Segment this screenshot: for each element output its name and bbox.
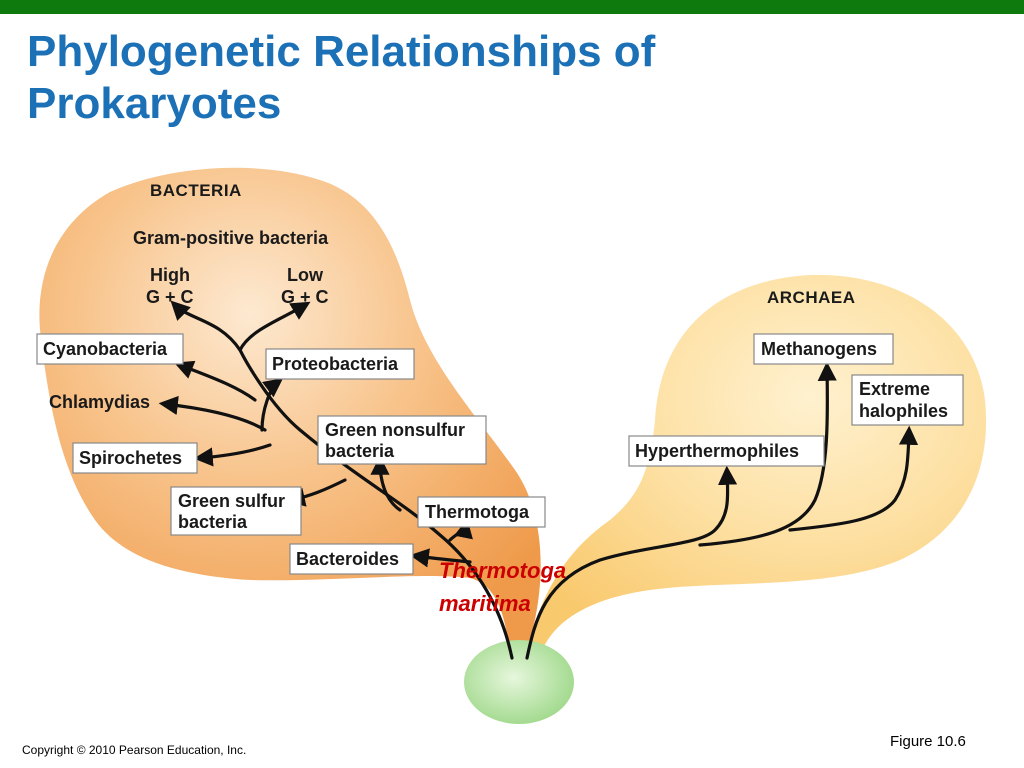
thermotoga-maritima-annotation-line-1: Thermotoga	[439, 558, 566, 583]
hyperthermophiles-label: Hyperthermophiles	[635, 441, 799, 461]
chlamydias-label: Chlamydias	[49, 392, 150, 412]
archaea-branches	[525, 361, 919, 660]
figure-number: Figure 10.6	[890, 733, 966, 750]
bacteroides-box	[289, 543, 414, 575]
top-accent-bar	[0, 0, 1024, 14]
methanogens-label: Methanogens	[761, 339, 877, 359]
cyanobacteria-label: Cyanobacteria	[43, 339, 168, 359]
thermotoga-box	[417, 496, 546, 528]
copyright-text: Copyright © 2010 Pearson Education, Inc.	[22, 743, 247, 757]
low-gc-label-line-1: Low	[287, 265, 324, 285]
high-gc-label-line-1: High	[150, 265, 190, 285]
spirochetes-label: Spirochetes	[79, 448, 182, 468]
proteobacteria-box	[265, 348, 415, 380]
green-sulfur-label-line-2: bacteria	[178, 512, 248, 532]
extreme-halophiles-label-line-1: Extreme	[859, 379, 930, 399]
proteobacteria-label: Proteobacteria	[272, 354, 399, 374]
methanogens-box	[753, 333, 894, 365]
page-title: Phylogenetic Relationships of Prokaryote…	[27, 26, 927, 130]
root-node	[464, 640, 574, 724]
hyperthermophiles-box	[628, 435, 825, 467]
title-line-2: Prokaryotes	[27, 79, 282, 128]
green-nonsulfur-label-line-1: Green nonsulfur	[325, 420, 465, 440]
high-gc-label-line-2: G + C	[146, 287, 194, 307]
archaea-heading: ARCHAEA	[767, 288, 856, 307]
green-nonsulfur-box	[317, 415, 487, 465]
gram-positive-label: Gram-positive bacteria	[133, 228, 329, 248]
cyanobacteria-box	[36, 333, 184, 365]
extreme-halophiles-box	[851, 374, 964, 426]
green-sulfur-label-line-1: Green sulfur	[178, 491, 285, 511]
bacteroides-label: Bacteroides	[296, 549, 399, 569]
title-line-1: Phylogenetic Relationships of	[27, 27, 656, 76]
spirochetes-box	[72, 442, 198, 474]
low-gc-label-line-2: G + C	[281, 287, 329, 307]
green-nonsulfur-label-line-2: bacteria	[325, 441, 395, 461]
bacteria-region	[39, 167, 541, 656]
green-sulfur-box	[170, 486, 302, 536]
bacteria-heading: BACTERIA	[150, 181, 242, 200]
extreme-halophiles-label-line-2: halophiles	[859, 401, 948, 421]
thermotoga-label: Thermotoga	[425, 502, 530, 522]
thermotoga-maritima-annotation-line-2: maritima	[439, 591, 531, 616]
